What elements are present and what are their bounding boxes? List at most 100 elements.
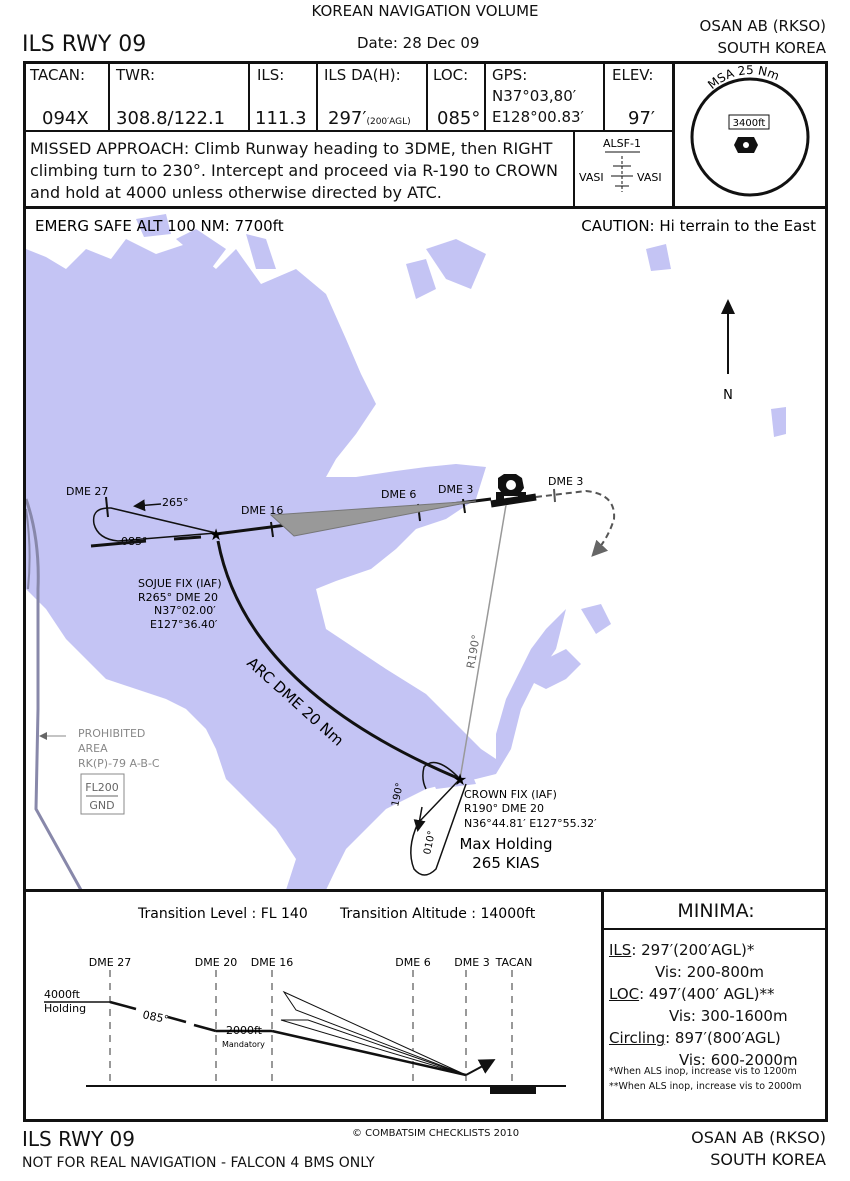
tacan-station-icon <box>496 474 526 500</box>
plan-view: EMERG SAFE ALT 100 NM: 7700ft CAUTION: H… <box>26 214 816 890</box>
trans-level: Transition Level : FL 140 <box>137 906 308 922</box>
prohibited-label1: PROHIBITED <box>78 727 145 740</box>
minima-circ-value: : 897′(800′AGL) <box>665 1029 781 1047</box>
dme3-label: DME 3 <box>438 483 473 496</box>
tacan-value: 094X <box>42 108 89 129</box>
hold-alt: 4000ft <box>44 988 81 1001</box>
tacan-icon <box>734 137 758 153</box>
missed-approach-line3: and hold at 4000 unless otherwise direct… <box>30 183 442 202</box>
elev-value: 97′ <box>628 108 655 129</box>
missed-approach-text: MISSED APPROACH: Climb Runway heading to… <box>30 138 558 204</box>
prohibited-boundary <box>26 498 83 890</box>
ils-label: ILS: <box>257 66 285 84</box>
mandatory-label: Mandatory <box>222 1040 265 1049</box>
minima-circ-label: Circling <box>609 1029 666 1047</box>
prohibited-label3: RK(P)-79 A-B-C <box>78 757 160 770</box>
missed-approach-line2: climbing turn to 230°. Intercept and pro… <box>30 161 558 180</box>
missed-approach-line1: MISSED APPROACH: Climb Runway heading to… <box>30 139 553 158</box>
footer-airport: OSAN AB (RKSO) <box>691 1128 826 1147</box>
alsf-label: ALSF-1 <box>603 137 641 150</box>
ilsda-value: 297′ <box>328 108 367 129</box>
msa-circle <box>690 77 810 197</box>
vasi-left-label: VASI <box>579 171 604 184</box>
missed-approach-path <box>535 489 616 557</box>
max-holding-speed: 265 KIAS <box>472 854 539 872</box>
country-name: SOUTH KOREA <box>717 39 826 57</box>
mandatory-alt: 2000ft <box>226 1024 263 1037</box>
footer-chart-title: ILS RWY 09 <box>22 1127 135 1151</box>
ilsda-label: ILS DA(H): <box>324 66 401 84</box>
gps-lon: E128°00.83′ <box>492 108 584 126</box>
crown-fix-star: ★ <box>453 770 467 789</box>
minima-loc-row: LOC: 497′(400′ AGL)** <box>609 983 798 1005</box>
gps-label: GPS: <box>492 66 528 84</box>
crown-label1: CROWN FIX (IAF) <box>464 788 557 801</box>
profile-dme27: DME 27 <box>89 956 131 969</box>
hdg265-label: 265° <box>162 496 189 509</box>
profile-dme20: DME 20 <box>195 956 237 969</box>
minima-circ-vis: Vis: 600-2000m <box>679 1051 798 1069</box>
twr-label: TWR: <box>116 66 156 84</box>
sojue-holding <box>92 507 217 542</box>
profile-tacan: TACAN <box>495 956 533 969</box>
crown-label3: N36°44.81′ E127°55.32′ <box>464 817 597 830</box>
dme6-label: DME 6 <box>381 488 416 501</box>
radial-190 <box>459 504 507 780</box>
profile-dme6: DME 6 <box>395 956 430 969</box>
crown-label2: R190° DME 20 <box>464 802 544 815</box>
r190-label: R190° <box>464 634 483 670</box>
dme16-label: DME 16 <box>241 504 283 517</box>
hold010-label: 010° <box>422 830 438 856</box>
footer-country: SOUTH KOREA <box>710 1150 826 1169</box>
water-area <box>26 214 786 890</box>
minima-title: MINIMA: <box>677 900 755 922</box>
minima-loc-value: : 497′(400′ AGL)** <box>639 985 775 1003</box>
sojue-label4: E127°36.40′ <box>150 618 218 631</box>
caution-note: CAUTION: Hi terrain to the East <box>581 217 816 235</box>
chart-frame <box>23 61 828 1122</box>
ilsda-sub: (200′AGL) <box>366 117 411 127</box>
chart-title: ILS RWY 09 <box>22 32 147 57</box>
sojue-fix-star: ★ <box>209 525 223 544</box>
ils-cone <box>269 500 477 537</box>
profile-ils-cone <box>282 990 467 1076</box>
dme3-missed-label: DME 3 <box>548 475 583 488</box>
minima-note1: *When ALS inop, increase vis to 1200m <box>609 1066 797 1077</box>
profile-dme16: DME 16 <box>251 956 293 969</box>
footer-copyright: © COMBATSIM CHECKLISTS 2010 <box>352 1128 520 1139</box>
dme27-label: DME 27 <box>66 485 108 498</box>
sojue-label2: R265° DME 20 <box>138 591 218 604</box>
msa-label: MSA 25 Nm <box>705 63 781 92</box>
hold-label: Holding <box>44 1002 86 1015</box>
lighting-diagram: ALSF-1 VASI VASI <box>579 137 662 192</box>
vasi-right-label: VASI <box>637 171 662 184</box>
profile-view: Transition Level : FL 140 Transition Alt… <box>44 906 566 1094</box>
max-holding-label: Max Holding <box>459 835 552 853</box>
minima-loc-label: LOC <box>609 985 640 1003</box>
chart-date: Date: 28 Dec 09 <box>357 34 480 52</box>
dme-arc <box>216 540 461 781</box>
ilsda-value-group: 297′(200′AGL) <box>328 108 411 129</box>
sojue-label1: SOJUE FIX (IAF) <box>138 577 222 590</box>
profile-runway <box>490 1086 536 1094</box>
profile-dme3: DME 3 <box>454 956 489 969</box>
twr-value: 308.8/122.1 <box>116 108 226 129</box>
glidepath <box>271 1029 467 1077</box>
profile-course: 085° <box>141 1008 170 1026</box>
msa-altitude: 3400ft <box>733 118 766 129</box>
volume-title: KOREAN NAVIGATION VOLUME <box>311 2 539 20</box>
minima-ils-row: ILS: 297′(200′AGL)* <box>609 939 798 961</box>
gnd-label: GND <box>89 799 114 812</box>
airport-name: OSAN AB (RKSO) <box>699 17 826 35</box>
fl200-label: FL200 <box>85 781 118 794</box>
minima-loc-vis: Vis: 300-1600m <box>669 1007 788 1025</box>
trans-alt: Transition Altitude : 14000ft <box>339 906 536 922</box>
crown-holding <box>410 778 467 876</box>
hold190-label: 190° <box>390 782 406 808</box>
ils-value: 111.3 <box>255 108 307 129</box>
loc-label: LOC: <box>433 66 469 84</box>
minima-block: ILS: 297′(200′AGL)* Vis: 200-800m LOC: 4… <box>609 939 798 1071</box>
loc-value: 085° <box>437 108 481 129</box>
minima-ils-label: ILS <box>609 941 632 959</box>
minima-ils-vis: Vis: 200-800m <box>655 963 765 981</box>
